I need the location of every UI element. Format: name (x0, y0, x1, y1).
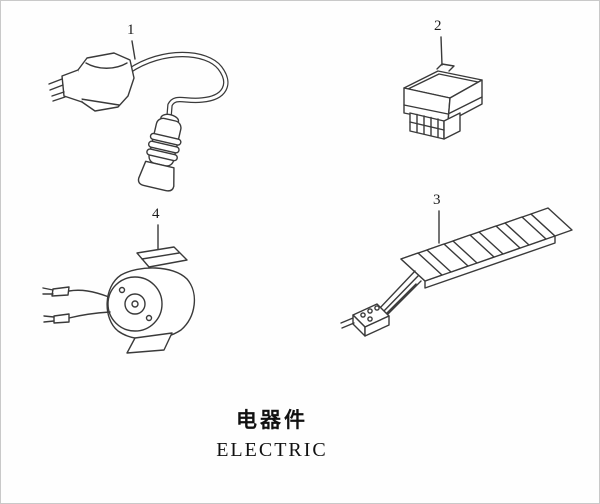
part-4-ignition-coil-unit-drawing (42, 246, 196, 354)
part-1-number-label: 1 (127, 22, 135, 38)
part-4-number-label: 4 (152, 206, 160, 222)
part-1-ignition-coil-drawing (48, 51, 229, 192)
part-3-rectifier-regulator-drawing (340, 207, 573, 337)
leader-lines (131, 36, 443, 252)
caption-chinese-title: 电器件 (236, 408, 308, 432)
part-2-relay-drawing (403, 63, 483, 140)
part-2-number-label: 2 (434, 18, 442, 34)
leader-line-2 (440, 36, 443, 66)
part-3-number-label: 3 (433, 192, 441, 208)
caption-english-title: ELECTRIC (216, 439, 328, 461)
diagram-caption: 电器件 ELECTRIC (1, 404, 543, 462)
leader-line-1 (131, 40, 136, 60)
